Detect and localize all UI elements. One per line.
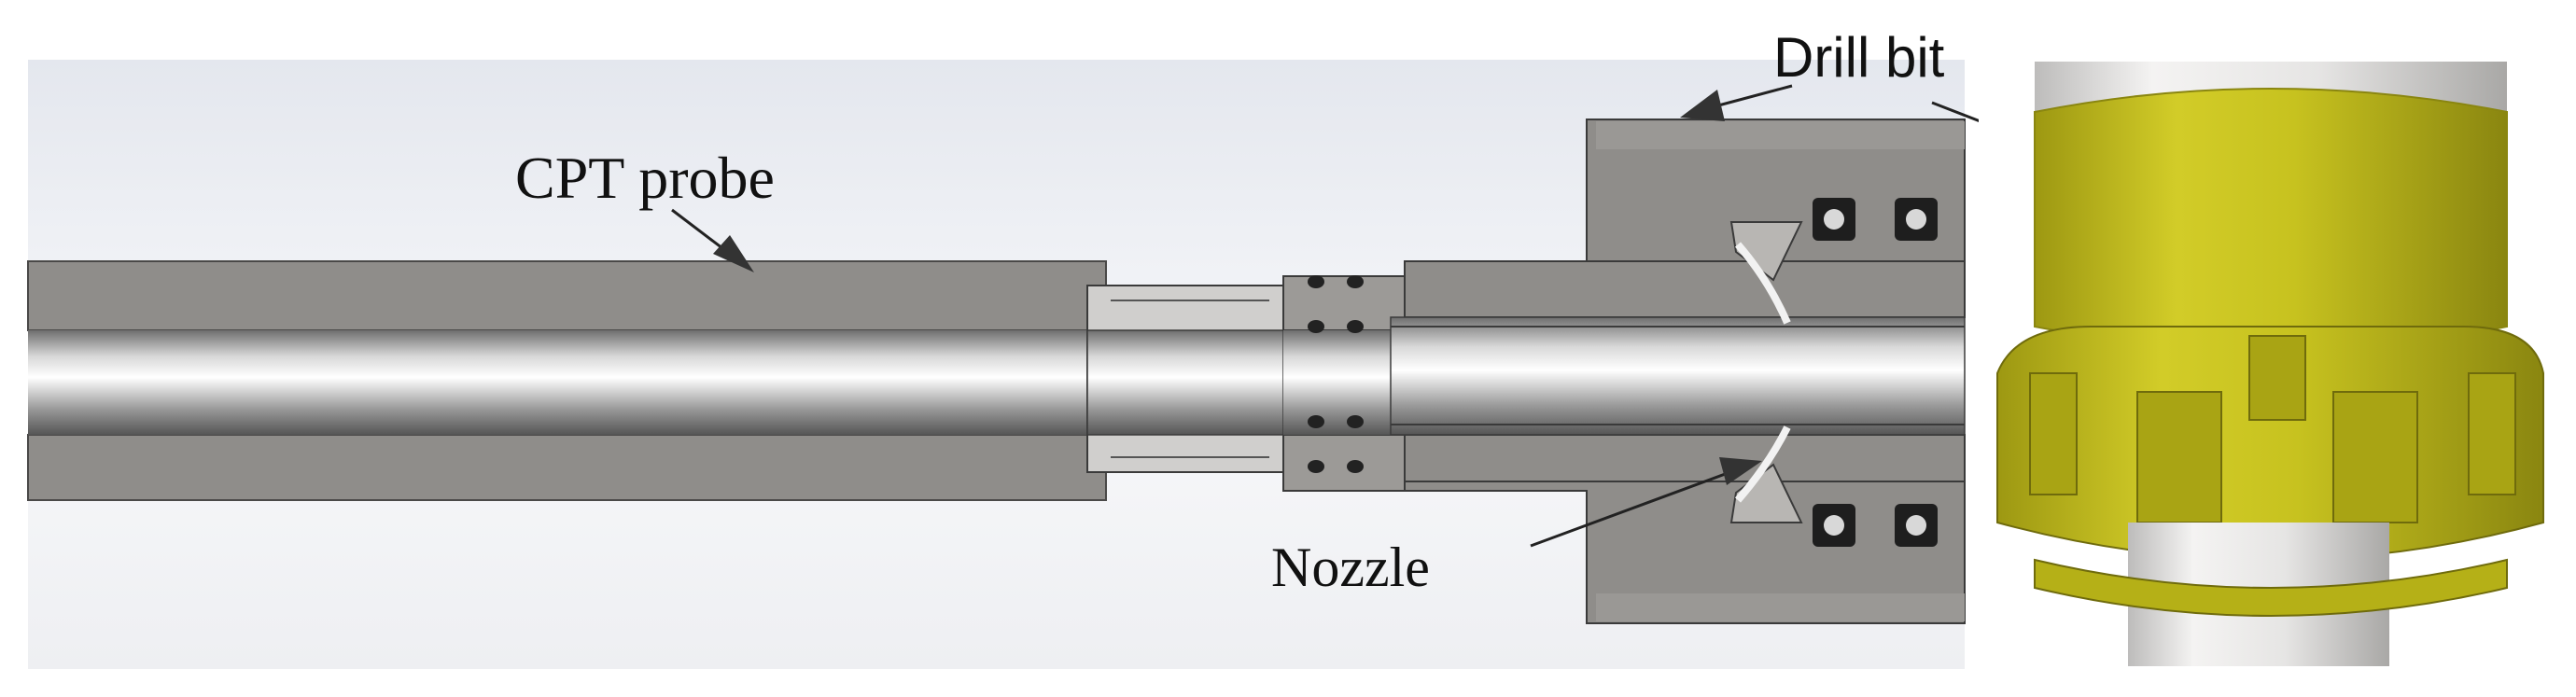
crown-lower-band: [2034, 558, 2508, 617]
arrowhead-cpt-probe: [713, 235, 754, 272]
probe-bore: [28, 330, 1097, 435]
oring-seal-section: [1282, 275, 1406, 492]
arrowhead-drill-bit-left: [1680, 90, 1725, 121]
leader-drill-bit-left: [1707, 84, 1793, 110]
housing-seals: [1813, 198, 1938, 547]
label-drill-bit: Drill bit: [1773, 26, 1945, 89]
label-cpt-probe: CPT probe: [515, 145, 775, 211]
drill-bit-3d-panel: [1979, 62, 2557, 666]
leader-nozzle: [1530, 465, 1746, 548]
probe-lower-wall: [27, 434, 1107, 501]
label-cpt-probe-group: CPT probe: [515, 145, 775, 272]
arrowhead-nozzle: [1719, 457, 1762, 485]
label-nozzle-group: Nozzle: [1271, 457, 1762, 598]
probe-upper-wall: [27, 260, 1107, 331]
coupling-sleeve: [1086, 285, 1284, 473]
drill-bit-collar: [2034, 88, 2508, 351]
crown-teeth: [2029, 335, 2516, 523]
cross-section-panel: CPT probe Drill bit Nozzle: [27, 26, 2050, 669]
label-nozzle: Nozzle: [1271, 537, 1430, 598]
cpt-probe-tube: [27, 260, 1107, 501]
orings: [1308, 275, 1364, 473]
drill-bit-housing: [1390, 118, 1966, 624]
